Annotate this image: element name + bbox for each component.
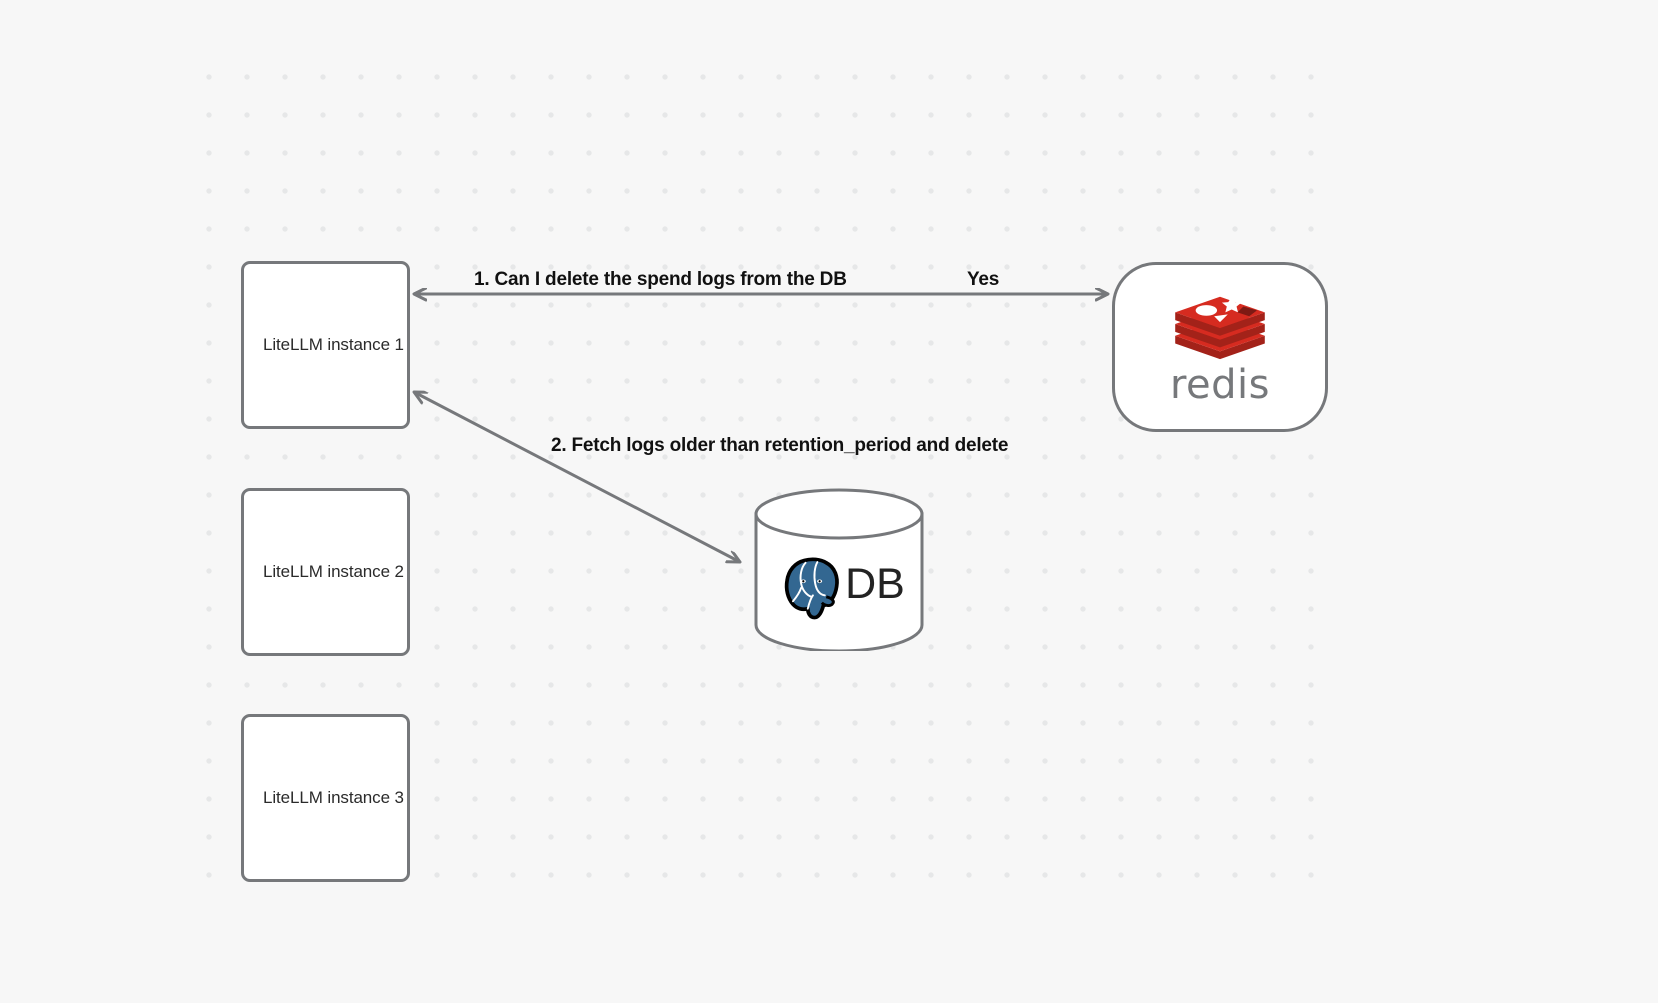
postgresql-elephant-icon	[784, 556, 839, 619]
node-database[interactable]: DB	[753, 488, 925, 651]
node-litellm-instance-2[interactable]: LiteLLM instance 2	[241, 488, 410, 656]
redis-wordmark: redis	[1169, 362, 1271, 408]
node-redis[interactable]: redis	[1112, 262, 1328, 432]
edge-label-step-2: 2. Fetch logs older than retention_perio…	[551, 435, 1009, 456]
edge-label-step-1: 1. Can I delete the spend logs from the …	[474, 269, 847, 290]
edge-label-yes: Yes	[967, 269, 1000, 290]
node-litellm-instance-3[interactable]: LiteLLM instance 3	[241, 714, 410, 882]
edge-litellm1-database	[414, 392, 740, 562]
node-label: LiteLLM instance 2	[263, 562, 404, 581]
database-label: DB	[845, 560, 905, 608]
redis-logo-icon	[1175, 296, 1265, 360]
cylinder-shape	[754, 488, 924, 651]
node-litellm-instance-1[interactable]: LiteLLM instance 1	[241, 261, 410, 429]
node-label: LiteLLM instance 1	[263, 335, 404, 354]
node-label: LiteLLM instance 3	[263, 788, 404, 807]
